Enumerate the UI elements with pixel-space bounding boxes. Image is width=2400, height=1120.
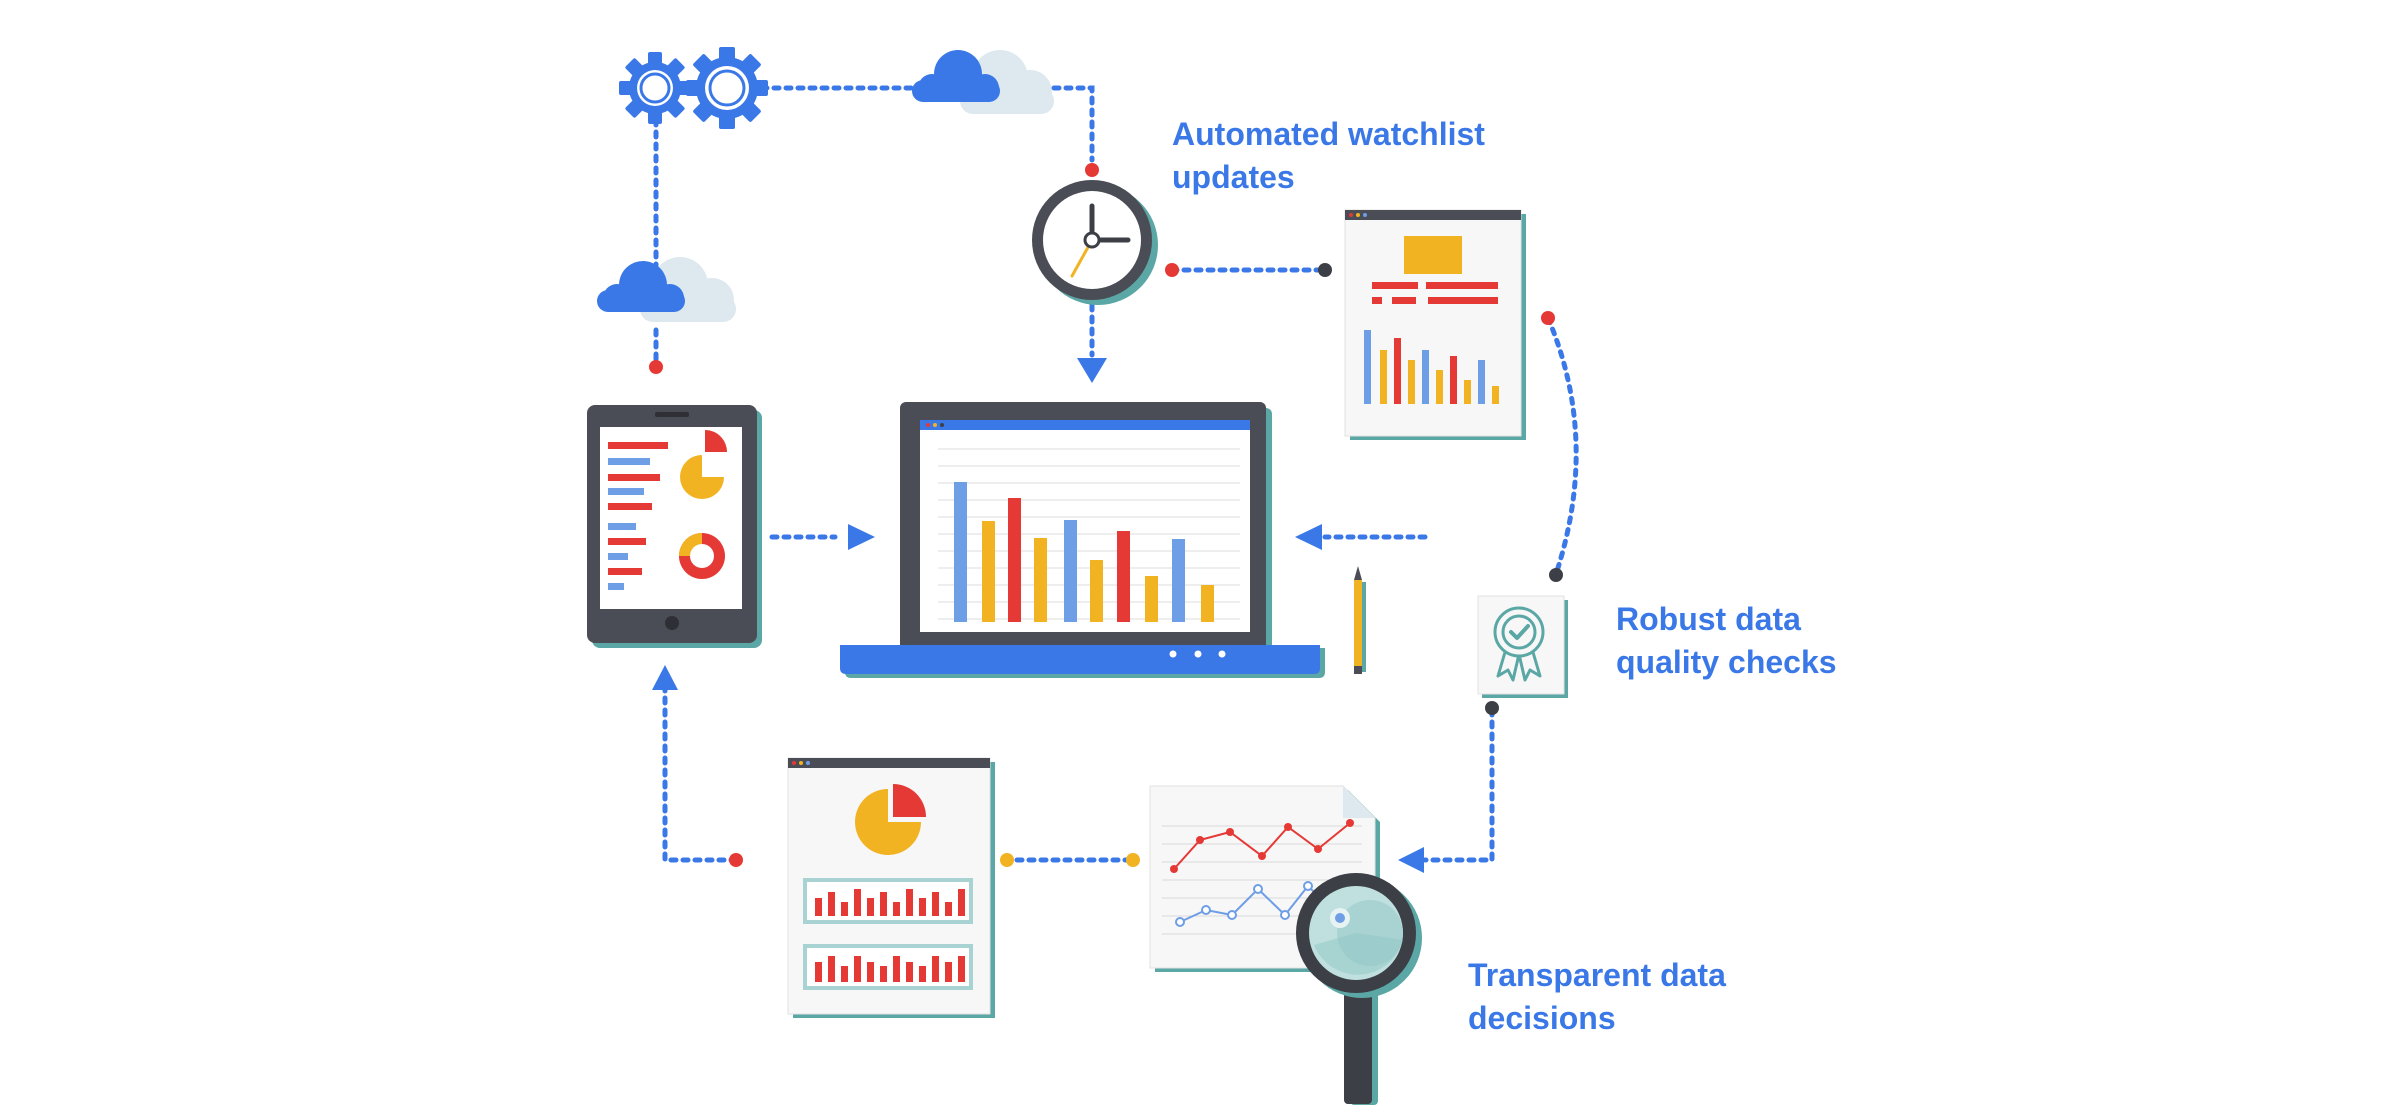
label-automated-watchlist: Automated watchlist updates	[1172, 113, 1485, 199]
label-robust-data-quality-line1: Robust data	[1616, 601, 1801, 637]
dot-red	[1165, 263, 1179, 277]
arrowheads	[652, 358, 1424, 873]
dot-red	[1085, 163, 1099, 177]
certificate-to-chart-connector	[1422, 707, 1495, 863]
report-icon	[1344, 209, 1526, 440]
arrow-right-to-laptop	[848, 524, 875, 550]
laptop-icon	[840, 402, 1325, 678]
report-to-certificate-connector	[1545, 315, 1579, 577]
label-robust-data-quality: Robust data quality checks	[1616, 598, 1837, 684]
pie-report-to-tablet-connector	[662, 687, 739, 863]
label-transparent-data-decisions-line2: decisions	[1468, 1000, 1616, 1036]
cloud-to-clock-connector	[1027, 85, 1095, 163]
label-automated-watchlist-line2: updates	[1172, 159, 1295, 195]
certificate-icon	[1477, 595, 1568, 698]
pie-report-icon	[787, 757, 995, 1018]
gear-icon	[619, 52, 691, 124]
dot-yellow	[1126, 853, 1140, 867]
cloud-icon	[597, 257, 736, 322]
label-transparent-data-decisions: Transparent data decisions	[1468, 954, 1726, 1040]
label-transparent-data-decisions-line1: Transparent data	[1468, 957, 1726, 993]
magnifying-glass-icon	[1296, 873, 1422, 1105]
clock-icon	[1032, 180, 1158, 305]
dot-red	[729, 853, 743, 867]
connector-dots	[649, 163, 1563, 867]
dot-dark	[1318, 263, 1332, 277]
cloud-icon	[912, 50, 1054, 114]
label-automated-watchlist-line1: Automated watchlist	[1172, 116, 1485, 152]
gear-icon	[686, 47, 768, 129]
dot-yellow	[1000, 853, 1014, 867]
pencil-icon	[1354, 566, 1366, 674]
arrow-left-to-chart	[1398, 847, 1424, 873]
label-robust-data-quality-line2: quality checks	[1616, 644, 1837, 680]
arrow-down-to-laptop	[1077, 358, 1107, 383]
dot-dark	[1549, 568, 1563, 582]
dot-red	[649, 360, 663, 374]
tablet-icon	[587, 405, 762, 648]
dot-red	[1541, 311, 1555, 325]
arrow-left-to-laptop	[1295, 524, 1322, 550]
arrow-up-to-tablet	[652, 665, 678, 690]
dot-dark	[1485, 701, 1499, 715]
connectors	[653, 85, 1579, 863]
